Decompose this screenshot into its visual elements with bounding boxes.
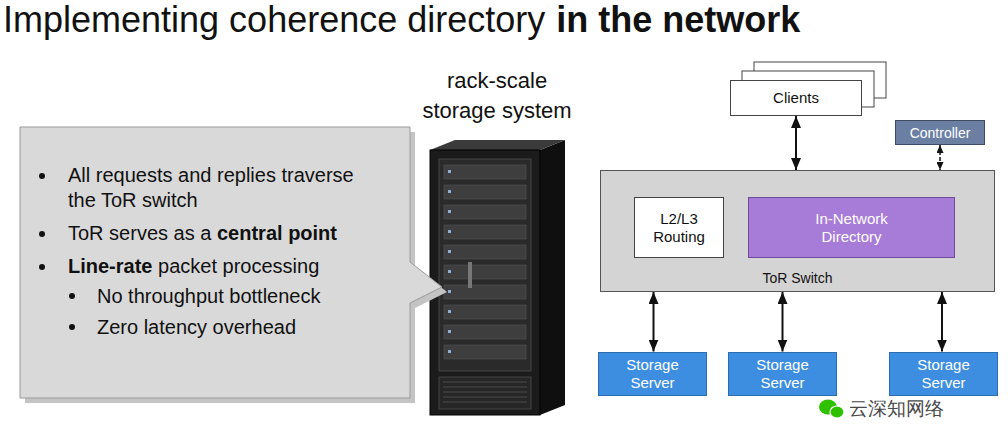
- callout-outline: [20, 127, 442, 398]
- bullet-text: packet processing: [158, 255, 319, 277]
- rack-vent: [439, 377, 531, 409]
- text-group: Controller: [896, 124, 984, 141]
- bullet-item: Line-rate packet processing: [38, 254, 383, 279]
- bullet-dot: [39, 264, 45, 270]
- bullet-text: Line-rate: [68, 255, 152, 277]
- callout-content: All requests and replies traverse the To…: [38, 163, 383, 341]
- text-group: Storage Server: [890, 356, 997, 392]
- node-text: L2/L3 Routing: [640, 210, 718, 246]
- rack-door: [439, 159, 531, 371]
- text-group: Clients: [731, 89, 861, 107]
- rack-top: [430, 140, 565, 150]
- title-text: Implementing coherence directory: [3, 0, 545, 42]
- text-group: In-Network Directory: [749, 210, 954, 246]
- bullet-item: ToR serves as a central point: [38, 221, 383, 246]
- node-text: Storage Server: [895, 356, 992, 392]
- storage-server-box: Storage Server: [889, 352, 998, 396]
- client-box: Clients: [730, 80, 862, 116]
- rack-caption: rack-scale storage system: [412, 66, 582, 126]
- node-text: In-Network Directory: [792, 210, 912, 246]
- routing-box: L2/L3 Routing: [634, 197, 724, 258]
- text-group: Storage Server: [729, 356, 836, 392]
- rack-vent-slots: [443, 382, 527, 402]
- bidirectional-arrow: [653, 292, 655, 352]
- bullet-item: Zero latency overhead: [38, 313, 383, 341]
- bullet-dot: [69, 324, 75, 330]
- text-group: L2/L3 Routing: [635, 210, 723, 246]
- callout-box: All requests and replies traverse the To…: [20, 127, 445, 398]
- bullet-dot: [69, 293, 75, 299]
- rack-leds: [448, 170, 451, 353]
- watermark: 云深知网络: [849, 397, 944, 421]
- bidirectional-arrow: [941, 292, 943, 352]
- rack-front: [430, 150, 540, 415]
- bullet-text: Zero latency overhead: [97, 316, 296, 338]
- storage-server-box: Storage Server: [728, 352, 837, 396]
- bullet-dot: [39, 231, 45, 237]
- bullet-text: ToR serves as a: [68, 222, 211, 244]
- bullet-text: No throughput bottleneck: [97, 285, 321, 307]
- bullet-item: No throughput bottleneck: [38, 282, 383, 310]
- node-text: ToR Switch: [762, 270, 832, 287]
- directory-box: In-Network Directory: [748, 197, 955, 258]
- bidirectional-arrow: [939, 145, 941, 170]
- storage-server-box: Storage Server: [598, 352, 707, 396]
- server-rack: [430, 140, 565, 415]
- rack-side: [540, 140, 565, 415]
- bidirectional-arrow: [795, 116, 797, 170]
- bullet-item: All requests and replies traverse the To…: [38, 163, 383, 213]
- node-text: Clients: [773, 89, 819, 107]
- text-group: Storage Server: [599, 356, 706, 392]
- node-text: Controller: [910, 124, 971, 141]
- bullet-text: central point: [217, 222, 337, 244]
- rack-handle: [468, 262, 472, 288]
- bidirectional-arrow: [782, 292, 784, 352]
- node-text: Storage Server: [734, 356, 831, 392]
- wechat-icon: [819, 400, 844, 419]
- title-row: Implementing coherence directory in the n…: [3, 0, 800, 42]
- controller-box: Controller: [895, 120, 985, 145]
- bullet-text: All requests and replies traverse the To…: [68, 164, 354, 211]
- switch-box: ToR Switch L2/L3 Routing In-Network Direct…: [600, 170, 995, 292]
- text-group: ToR Switch: [601, 270, 994, 287]
- bullet-dot: [39, 173, 45, 179]
- node-text: Storage Server: [604, 356, 701, 392]
- title-emphasis: in the network: [556, 0, 800, 42]
- rack-servers: [444, 165, 526, 359]
